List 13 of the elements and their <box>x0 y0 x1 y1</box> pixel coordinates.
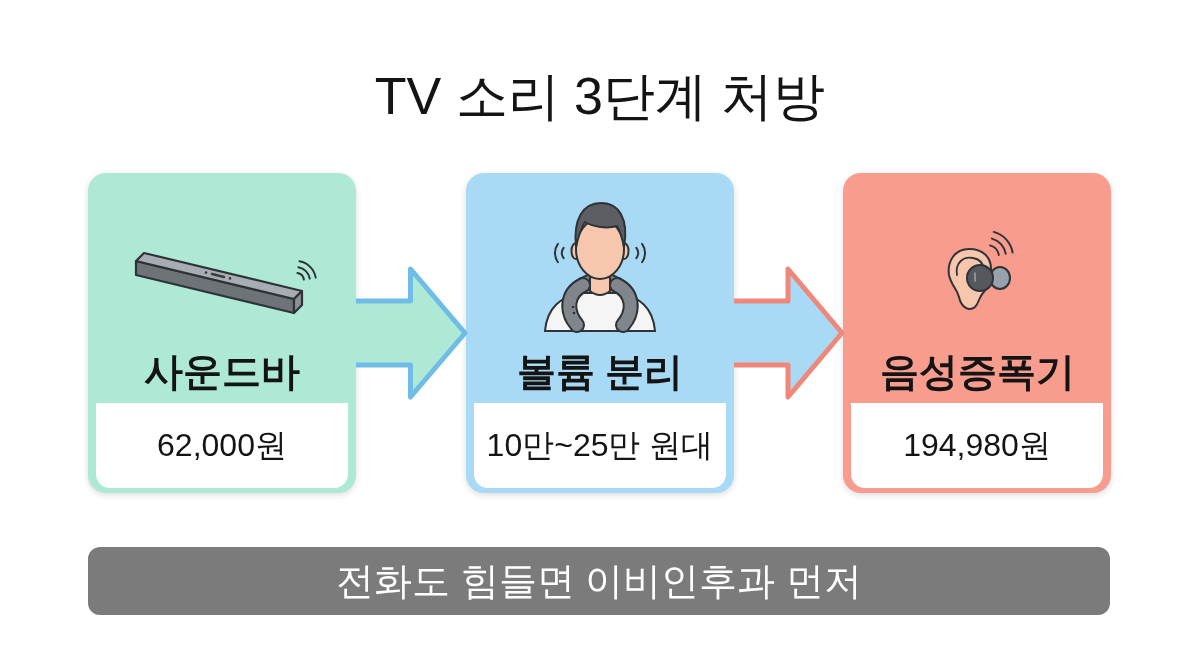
step-heading: 사운드바 <box>144 349 300 395</box>
step-card <box>466 173 734 493</box>
step-card <box>88 173 356 493</box>
step-heading: 음성증폭기 <box>879 349 1075 395</box>
step-heading: 볼륨 분리 <box>516 349 684 395</box>
arrow <box>731 266 845 400</box>
page-title: TV 소리 3단계 처방 <box>374 66 826 126</box>
arrow <box>353 266 468 400</box>
step-card <box>843 173 1111 493</box>
price-box: 62,000원 <box>96 403 348 488</box>
price-box: 194,980원 <box>851 403 1103 488</box>
price-box: 10만~25만 원대 <box>474 403 726 488</box>
note-banner: 전화도 힘들면 이비인후과 먼저 <box>88 547 1110 615</box>
